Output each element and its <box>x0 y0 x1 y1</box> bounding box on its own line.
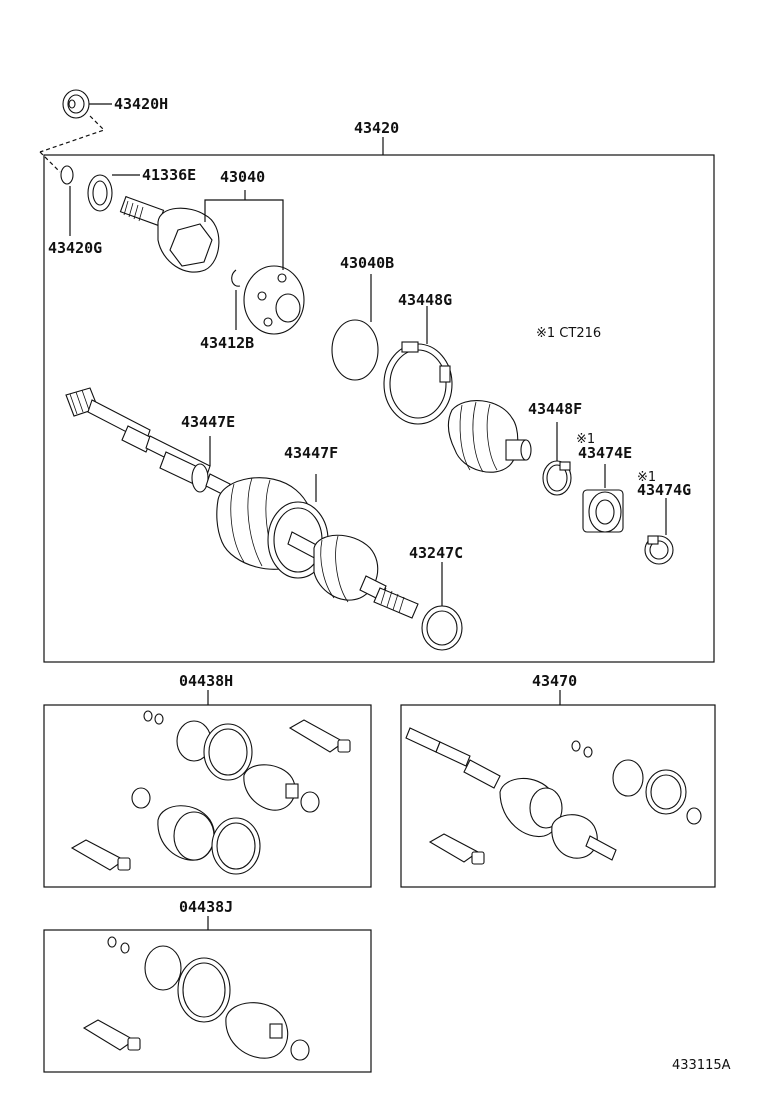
kit-04438j-parts <box>82 936 310 1061</box>
part-43420g-snap-ring[interactable] <box>60 165 74 185</box>
part-drive-shaft <box>65 387 231 497</box>
label-43040b[interactable]: 43040B <box>340 254 394 272</box>
label-43474g[interactable]: 43474G <box>637 481 691 499</box>
label-43420g[interactable]: 43420G <box>48 239 102 257</box>
part-43474e-bearing[interactable] <box>582 489 624 533</box>
label-04438j[interactable]: 04438J <box>179 898 233 916</box>
label-43420h[interactable]: 43420H <box>114 95 168 113</box>
label-43470[interactable]: 43470 <box>532 672 577 690</box>
label-43420[interactable]: 43420 <box>354 119 399 137</box>
dashed-leader <box>39 115 106 153</box>
kit-04438h-parts <box>70 710 351 875</box>
part-43474g-clamp[interactable] <box>644 535 674 565</box>
part-43448f-clamp[interactable] <box>542 460 572 496</box>
mark-1a: ※1 <box>576 432 595 447</box>
part-outer-boot <box>447 400 532 473</box>
label-43447f[interactable]: 43447F <box>284 444 338 462</box>
label-43448f[interactable]: 43448F <box>528 400 582 418</box>
part-43247c-ring[interactable] <box>421 605 463 651</box>
part-inner-boot <box>216 477 329 579</box>
label-43040[interactable]: 43040 <box>220 168 265 186</box>
note-ct216[interactable]: ※1 CT216 <box>536 326 601 341</box>
label-43412b[interactable]: 43412B <box>200 334 254 352</box>
part-41336e-seal[interactable] <box>87 174 113 212</box>
part-shaft-outer-end <box>287 531 419 619</box>
label-43447e[interactable]: 43447E <box>181 413 235 431</box>
label-43474e[interactable]: 43474E <box>578 444 632 462</box>
label-41336e[interactable]: 41336E <box>142 166 196 184</box>
part-43412b-clip[interactable] <box>231 269 241 287</box>
assembly-box-43420 <box>43 154 715 663</box>
part-43040b-ring[interactable] <box>331 319 379 381</box>
part-43040-outer-joint[interactable] <box>119 195 305 335</box>
assembly-box-43470 <box>400 704 716 888</box>
mark-1b: ※1 <box>637 470 656 485</box>
label-43247c[interactable]: 43247C <box>409 544 463 562</box>
assembly-43470-parts <box>405 727 702 865</box>
label-04438h[interactable]: 04438H <box>179 672 233 690</box>
part-43420h-seal[interactable] <box>62 89 90 119</box>
label-43448g[interactable]: 43448G <box>398 291 452 309</box>
part-43448g-boot-clamp[interactable] <box>383 341 453 425</box>
drawing-reference: 433115A <box>672 1058 731 1073</box>
